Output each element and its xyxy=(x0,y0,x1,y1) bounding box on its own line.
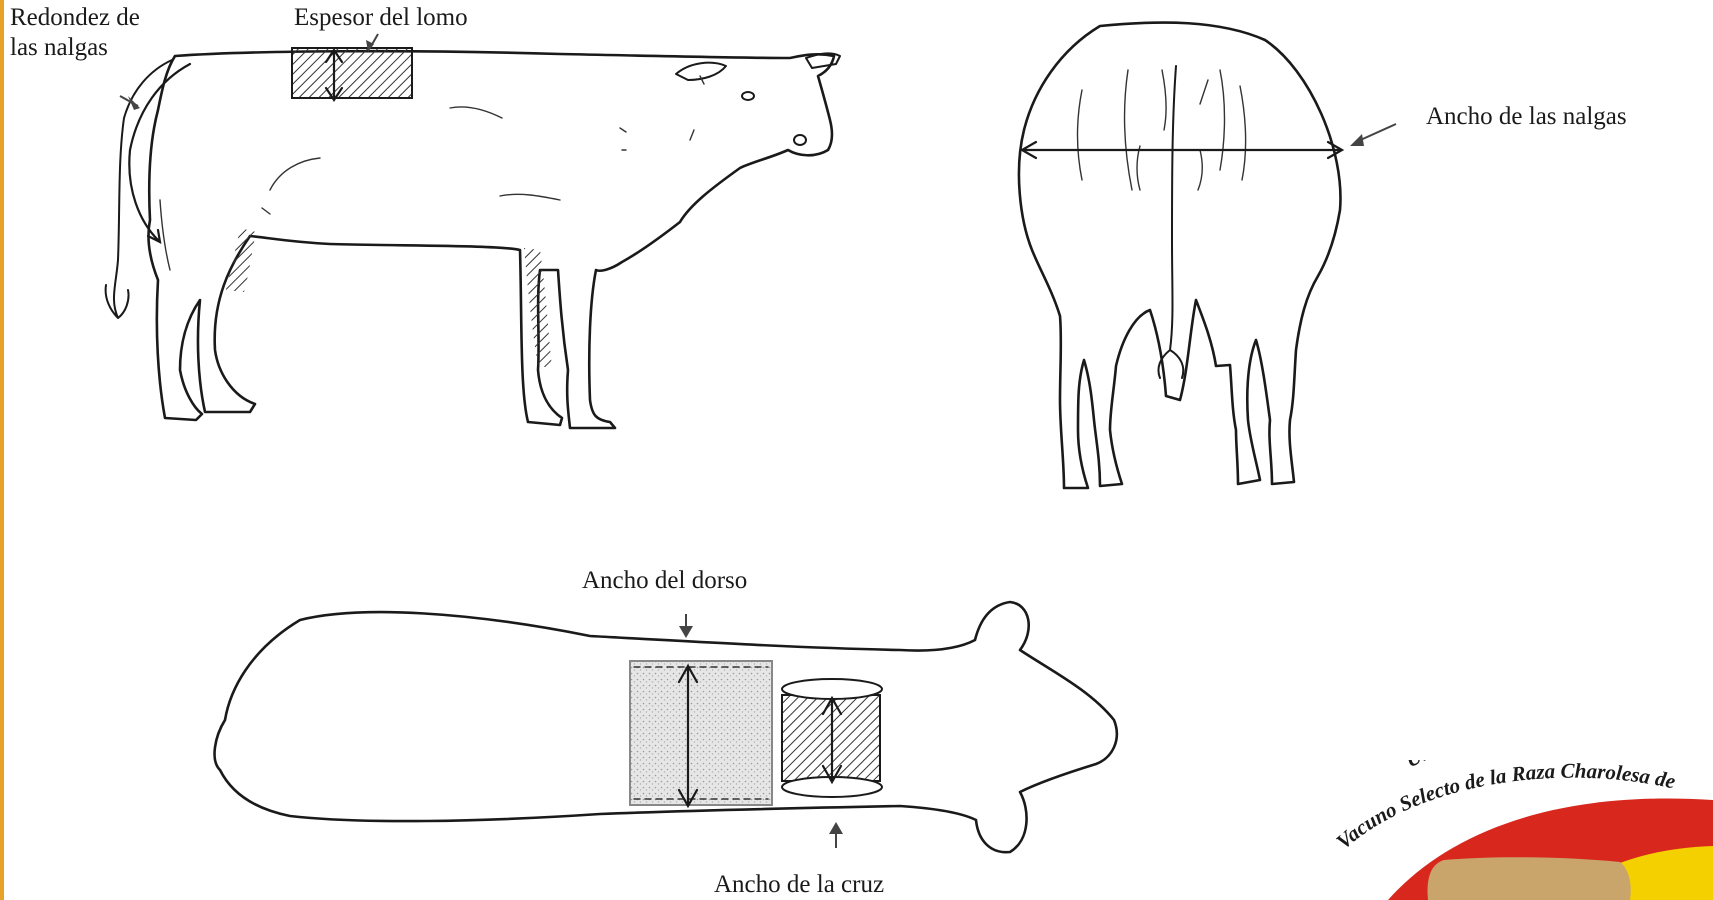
logo-cow-silhouette xyxy=(1428,857,1631,900)
breeders-association-logo: Unión de Criadores de Ganado Vacuno Sele… xyxy=(1332,712,1713,900)
loin-thickness-region xyxy=(292,48,412,98)
rear-view-outline xyxy=(1019,23,1341,488)
rear-view-bull xyxy=(1019,23,1396,488)
back-width-region xyxy=(630,661,772,805)
side-view-bull xyxy=(106,34,840,428)
rump-width-label: Ancho de las nalgas xyxy=(1426,102,1627,132)
rump-roundness-label: Redondez de las nalgas xyxy=(10,3,140,63)
rump-roundness-label-line2: las nalgas xyxy=(10,33,140,63)
loin-thickness-label: Espesor del lomo xyxy=(294,3,468,33)
withers-width-label: Ancho de la cruz xyxy=(714,870,884,900)
top-view-bull xyxy=(215,602,1117,852)
rump-roundness-label-line1: Redondez de xyxy=(10,3,140,33)
back-width-label: Ancho del dorso xyxy=(582,566,747,596)
